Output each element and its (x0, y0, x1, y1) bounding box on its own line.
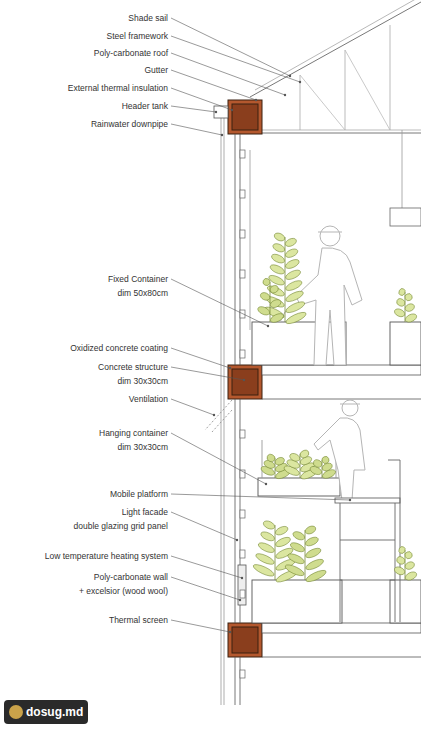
leader-dot (349, 499, 351, 501)
leader-dot (299, 81, 301, 83)
part-label: External thermal insulation (68, 83, 168, 93)
part-label: Light facade (122, 507, 168, 517)
part-label: Fixed Container (108, 274, 168, 284)
part-label: dim 30x30cm (117, 442, 168, 452)
leader-line (171, 433, 266, 484)
leader-dot (215, 111, 217, 113)
leader-dot (241, 577, 243, 579)
part-label: dim 30x30cm (117, 376, 168, 386)
part-label: + excelsior (wood wool) (79, 586, 168, 596)
leader-line (171, 18, 290, 76)
mobile-platform (335, 460, 400, 622)
hanging-container (390, 208, 421, 226)
leader-line (171, 88, 232, 110)
facade-lines (205, 106, 250, 705)
part-label: Oxidized concrete coating (70, 343, 168, 353)
leader-dot (221, 134, 223, 136)
part-label: Hanging container (99, 428, 168, 438)
watermark: dosug.md (26, 704, 83, 720)
leader-line (171, 556, 242, 578)
plants (252, 232, 418, 585)
part-label: Gutter (144, 65, 168, 75)
leader-line (171, 399, 214, 415)
leader-line (171, 494, 350, 500)
leader-line (171, 577, 240, 600)
fixings (240, 150, 245, 678)
leader-line (171, 279, 268, 326)
leader-dot (255, 99, 257, 101)
leader-line (171, 53, 285, 95)
part-label: Shade sail (128, 13, 168, 23)
leader-dot (267, 325, 269, 327)
leader-dot (243, 379, 245, 381)
people (280, 226, 365, 500)
part-label: double glazing grid panel (73, 521, 168, 531)
leader-dot (265, 483, 267, 485)
leader-line (171, 367, 244, 380)
leader-dot (289, 75, 291, 77)
part-label: Poly-carbonate wall (94, 572, 168, 582)
leader-line (171, 106, 216, 112)
leader-line (171, 70, 256, 100)
leader-line (171, 620, 230, 632)
part-label: Concrete structure (98, 362, 168, 372)
leader-line (171, 124, 222, 135)
part-label: Mobile platform (110, 489, 168, 499)
part-label: Thermal screen (109, 615, 168, 625)
leader-dot (229, 367, 231, 369)
part-label: dim 50x80cm (117, 288, 168, 298)
leader-dot (229, 631, 231, 633)
watermark-badge (4, 700, 88, 724)
leader-line (171, 348, 230, 368)
leader-dot (236, 539, 238, 541)
part-label: Ventilation (129, 394, 168, 404)
roof (250, 0, 421, 208)
leader-dot (239, 599, 241, 601)
part-label: Steel framework (107, 31, 168, 41)
concrete-beams (228, 100, 262, 657)
part-label: Header tank (122, 101, 168, 111)
leader-dot (231, 109, 233, 111)
leader-line (171, 36, 300, 82)
containers (252, 322, 421, 623)
part-label: Rainwater downpipe (91, 119, 168, 129)
leader-line (171, 512, 237, 540)
part-label: Low temperature heating system (45, 551, 168, 561)
part-label: Poly-carbonate roof (94, 48, 168, 58)
leader-dot (213, 414, 215, 416)
leader-dot (284, 94, 286, 96)
